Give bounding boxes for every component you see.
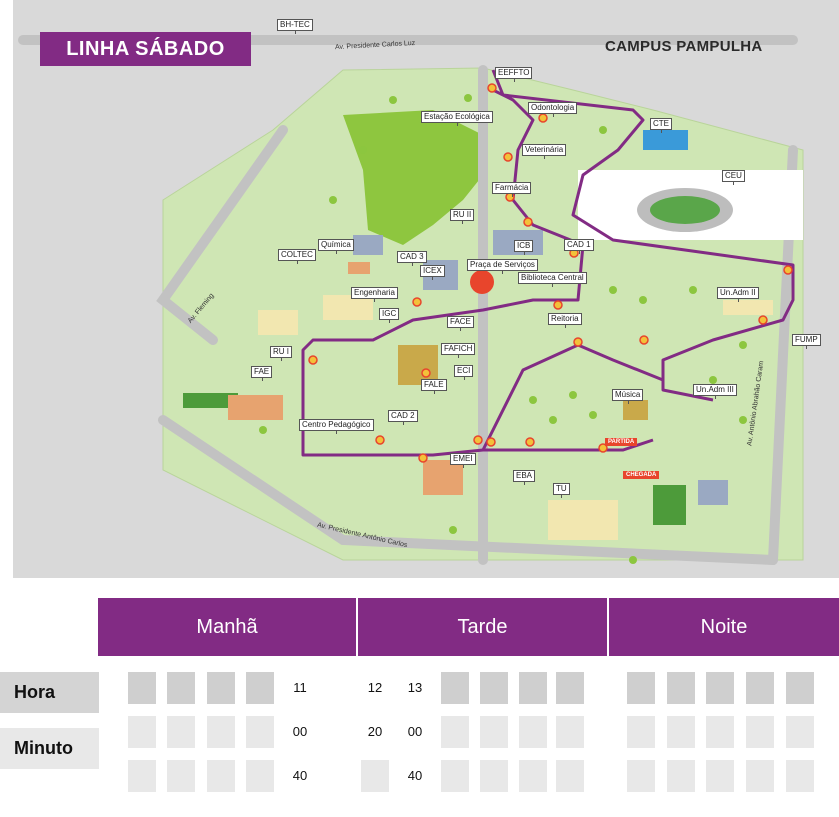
place-label: EBA <box>513 470 536 485</box>
schedule-cell-tarde-min2 <box>556 760 584 792</box>
schedule-cell-tarde-hora <box>441 672 469 704</box>
schedule-cell-tarde-min2 <box>519 760 547 792</box>
place-label: Música <box>612 389 644 404</box>
place-label: CTE <box>650 118 672 133</box>
schedule-cell-manha-hora <box>207 672 235 704</box>
schedule-cell-noite-min2 <box>786 760 814 792</box>
schedule-cell-noite-hora <box>667 672 695 704</box>
place-label: TU <box>553 483 570 498</box>
schedule-cell-tarde-min1: 20 <box>367 724 383 739</box>
place-label: Química <box>318 239 354 254</box>
map-drawing <box>13 0 839 578</box>
schedule-cell-manha-min1 <box>207 716 235 748</box>
schedule-cell-manha-min1: 00 <box>292 724 308 739</box>
place-label: COLTEC <box>278 249 316 264</box>
schedule-cell-noite-hora <box>627 672 655 704</box>
schedule-cell-noite-min2 <box>706 760 734 792</box>
end-tag: CHEGADA <box>623 471 660 479</box>
schedule-cell-manha-min1 <box>128 716 156 748</box>
place-label: ECI <box>454 365 474 380</box>
place-label: IGC <box>379 308 400 323</box>
schedule-cell-noite-min1 <box>667 716 695 748</box>
place-label: Biblioteca Central <box>518 272 587 287</box>
place-label: CAD 2 <box>388 410 418 425</box>
period-header-manha: Manhã <box>98 598 356 656</box>
schedule-cell-noite-min2 <box>667 760 695 792</box>
schedule-cell-tarde-min1 <box>556 716 584 748</box>
place-label: ICB <box>514 240 534 255</box>
schedule-cell-manha-min2 <box>246 760 274 792</box>
place-label: ICEX <box>420 265 445 280</box>
schedule-cell-manha-hora <box>246 672 274 704</box>
schedule-cell-tarde-hora: 13 <box>407 680 423 695</box>
schedule-cell-manha-min2 <box>207 760 235 792</box>
schedule-cell-tarde-hora <box>519 672 547 704</box>
campus-map: LINHA SÁBADO CAMPUS PAMPULHA BH-TEC EEFF… <box>13 0 839 578</box>
schedule-cell-manha-min1 <box>246 716 274 748</box>
schedule-cell-tarde-min1 <box>480 716 508 748</box>
place-label: BH-TEC <box>277 19 313 34</box>
schedule-cell-noite-min1 <box>746 716 774 748</box>
place-label: Engenharia <box>351 287 398 302</box>
place-label: FALE <box>421 379 447 394</box>
schedule-cell-tarde-hora <box>480 672 508 704</box>
schedule-cell-noite-hora <box>706 672 734 704</box>
schedule-cell-tarde-min2 <box>441 760 469 792</box>
schedule-cell-manha-min2 <box>167 760 195 792</box>
schedule-cell-manha-hora <box>128 672 156 704</box>
route-title: LINHA SÁBADO <box>40 32 251 66</box>
schedule-cell-manha-min2: 40 <box>292 768 308 783</box>
place-label: EEFFTO <box>495 67 533 82</box>
period-header-tarde: Tarde <box>358 598 607 656</box>
place-label: CEU <box>722 170 745 185</box>
place-label: Estação Ecológica <box>421 111 493 126</box>
place-label: Farmácia <box>492 182 532 197</box>
place-label: Un.Adm II <box>717 287 759 302</box>
schedule-cell-tarde-min1 <box>441 716 469 748</box>
schedule-cell-tarde-min1 <box>519 716 547 748</box>
start-tag: PARTIDA <box>605 438 638 446</box>
schedule-cell-noite-min2 <box>746 760 774 792</box>
schedule-cell-noite-min1 <box>627 716 655 748</box>
place-label: Praça de Serviços <box>467 259 538 274</box>
place-label: RU II <box>450 209 475 224</box>
schedule-cell-tarde-min1: 00 <box>407 724 423 739</box>
schedule-cell-tarde-min2 <box>361 760 389 792</box>
place-label: FUMP <box>792 334 821 349</box>
schedule-cell-tarde-hora: 12 <box>367 680 383 695</box>
place-label: FACE <box>447 316 474 331</box>
schedule-cell-noite-min2 <box>627 760 655 792</box>
row-label-hora: Hora <box>0 672 99 713</box>
place-label: FAFICH <box>441 343 476 358</box>
schedule-cell-noite-hora <box>746 672 774 704</box>
row-label-minuto: Minuto <box>0 728 99 769</box>
schedule-cell-noite-min1 <box>706 716 734 748</box>
place-label: Reitoria <box>548 313 582 328</box>
schedule-cell-tarde-min2 <box>480 760 508 792</box>
schedule-cell-noite-min1 <box>786 716 814 748</box>
schedule-cell-manha-min2 <box>128 760 156 792</box>
schedule-cell-tarde-min2: 40 <box>407 768 423 783</box>
place-label: Un.Adm III <box>693 384 737 399</box>
schedule-cell-noite-hora <box>786 672 814 704</box>
place-label: RU I <box>270 346 292 361</box>
place-label: Centro Pedagógico <box>299 419 374 434</box>
schedule-cell-manha-min1 <box>167 716 195 748</box>
campus-title: CAMPUS PAMPULHA <box>605 38 763 55</box>
place-label: CAD 3 <box>397 251 427 266</box>
place-label: Odontologia <box>528 102 578 117</box>
place-label: Veterinária <box>522 144 567 159</box>
period-header-noite: Noite <box>609 598 839 656</box>
place-label: FAE <box>251 366 273 381</box>
place-label: CAD 1 <box>564 239 594 254</box>
schedule-cell-manha-hora: 11 <box>293 680 307 695</box>
schedule-cell-manha-hora <box>167 672 195 704</box>
schedule-cell-tarde-hora <box>556 672 584 704</box>
place-label: EMEI <box>450 453 476 468</box>
